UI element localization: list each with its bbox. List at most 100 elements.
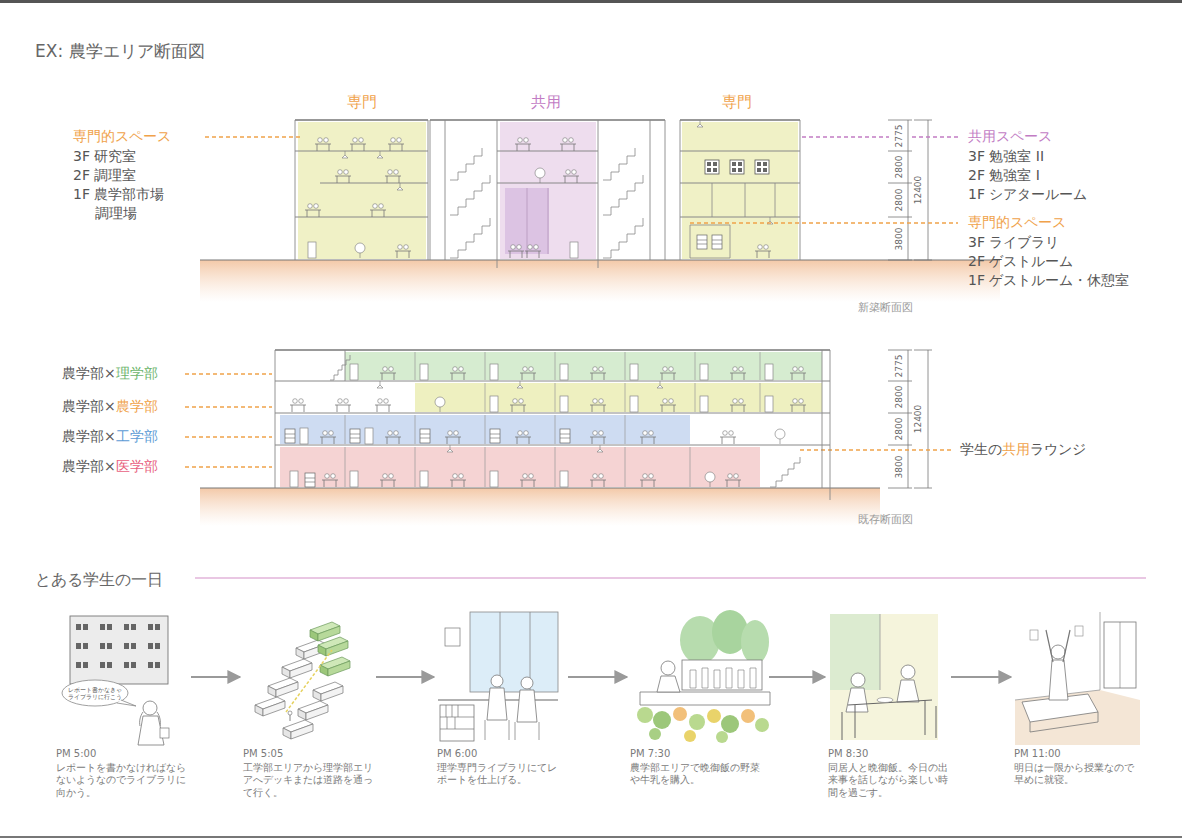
illustration-part <box>590 367 606 380</box>
illustration-part <box>490 429 500 443</box>
flow-arrow <box>568 676 627 678</box>
illustration-part <box>707 709 721 723</box>
illustration-part <box>525 245 541 258</box>
illustration-part <box>335 170 351 183</box>
illustration-part <box>445 431 461 444</box>
illustration-part <box>388 138 404 151</box>
illustration-part <box>200 260 1000 302</box>
illustration-part <box>320 657 350 676</box>
illustration-part <box>517 381 523 388</box>
illustration-part <box>76 643 88 649</box>
illustration-part <box>450 148 643 258</box>
illustration-part <box>508 245 524 258</box>
new-section <box>200 120 1000 302</box>
illustration-part <box>275 349 830 351</box>
illustration-part <box>415 383 822 412</box>
timeline-step: PM 11:00明日は一限から授業なので早めに就寝。 <box>1014 612 1142 791</box>
panel-market <box>637 610 770 743</box>
panel-library <box>438 612 558 741</box>
illustration-part <box>527 188 548 254</box>
floor-label: 1F シアタールーム <box>968 186 1087 204</box>
step-caption: 工学部エリアから理学部エリアへデッキまたは道路を通って行く。 <box>243 762 373 800</box>
dimension: 3800 <box>895 227 904 250</box>
illustration-part <box>335 399 351 412</box>
illustration-part <box>148 624 160 630</box>
illustration-part <box>124 624 136 630</box>
dimension: 2800 <box>895 156 904 179</box>
illustration-part <box>660 367 676 380</box>
illustration-part <box>380 474 396 487</box>
illustration-part <box>590 474 606 487</box>
illustration-part <box>380 367 396 380</box>
illustration-part <box>897 680 919 702</box>
illustration-part <box>315 138 331 151</box>
illustration-part <box>385 431 401 444</box>
illustration-part <box>205 136 300 137</box>
illustration-part <box>830 614 880 690</box>
illustration-part <box>470 612 558 692</box>
illustration-part <box>100 662 112 668</box>
floor-label: 農学部×農学部 <box>62 398 158 416</box>
illustration-part <box>450 367 466 380</box>
illustration-part <box>716 731 728 743</box>
zone-heading: 専門 <box>347 93 377 112</box>
panel-building <box>62 616 169 745</box>
zone-heading: 共用 <box>531 93 561 112</box>
dimension: 12400 <box>914 176 923 205</box>
time-stamp: PM 7:30 <box>630 748 766 761</box>
flow-arrow <box>769 676 825 678</box>
illustration-part <box>802 136 958 137</box>
illustration-part <box>290 471 298 487</box>
illustration-part <box>560 429 570 443</box>
illustration-part <box>440 705 474 741</box>
illustration-part <box>288 711 292 715</box>
step-caption: レポートを書かなければならないようなのでライブラリに向かう。 <box>56 762 188 800</box>
illustration-part <box>690 183 775 258</box>
label-part: 農学部× <box>62 428 116 444</box>
illustration-part <box>755 718 769 732</box>
illustration-part <box>355 243 365 258</box>
illustration-part <box>640 692 770 705</box>
illustration-part <box>345 352 822 380</box>
illustration-part <box>720 431 736 444</box>
illustration-part <box>350 364 358 380</box>
illustration-part <box>517 690 537 722</box>
drawing-caption: 新築断面図 <box>858 301 913 315</box>
illustration-part <box>350 429 360 443</box>
floor-label: 農学部×医学部 <box>62 458 158 476</box>
illustration-part <box>560 364 568 380</box>
illustration-part <box>590 431 606 444</box>
illustration-part <box>200 488 880 489</box>
illustration-part <box>290 715 291 721</box>
label-part: 共用 <box>1002 441 1030 457</box>
illustration-part <box>320 431 336 444</box>
illustration-part <box>300 428 308 444</box>
timeline-step: PM 8:30同居人と晩御飯。今日の出来事を話しながら楽しい時間を過ごす。 <box>828 612 948 803</box>
illustration-part <box>395 245 411 258</box>
illustration-part <box>308 242 316 258</box>
illustration-part <box>385 170 401 183</box>
illustration-part <box>124 662 136 668</box>
illustration-part <box>435 397 445 412</box>
illustration-part <box>1075 626 1083 636</box>
dimension: 12400 <box>914 405 923 434</box>
callout-heading: 専門的スペース <box>73 128 171 146</box>
illustration-part <box>342 151 348 158</box>
illustration-part <box>590 399 606 412</box>
illustration-part <box>330 355 800 487</box>
flow-arrow <box>951 676 1011 678</box>
floor-label: 3F 勉強室 II <box>968 148 1044 166</box>
illustration-part <box>200 260 1000 261</box>
illustration-part <box>1049 660 1068 700</box>
illustration-part <box>684 730 696 742</box>
illustration-part <box>637 707 653 723</box>
floor-label: 2F ゲストルーム <box>968 253 1073 271</box>
label-part: ラウンジ <box>1030 441 1086 457</box>
illustration-part <box>160 728 169 738</box>
illustration-part <box>268 678 298 697</box>
illustration-part <box>712 235 722 249</box>
illustration-part <box>755 245 771 258</box>
floor-label: 農学部×工学部 <box>62 428 158 446</box>
dimension: 2800 <box>895 418 904 441</box>
illustration-part <box>200 488 880 526</box>
